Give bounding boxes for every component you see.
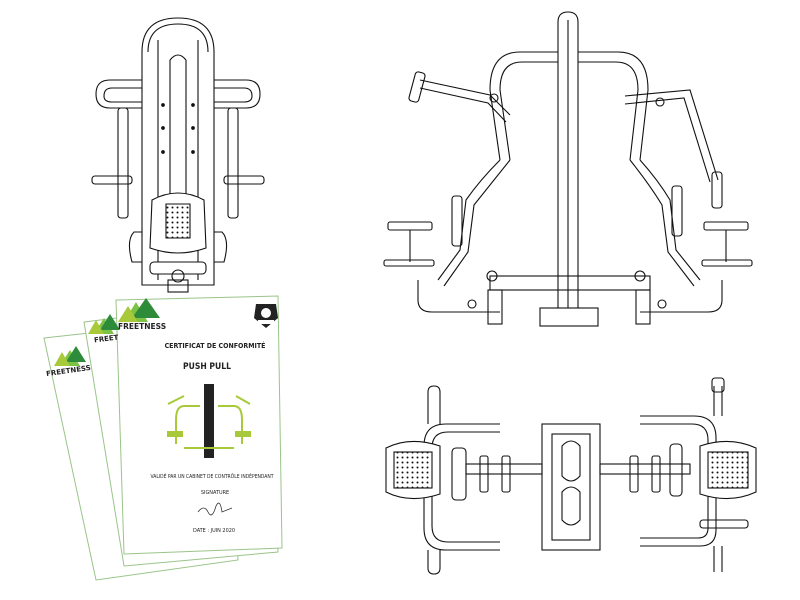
brand-text-front: FREETNESS (118, 322, 167, 331)
certificate-product-name: PUSH PULL (183, 362, 231, 372)
certificate-stack (43, 295, 283, 581)
certificate-signature-label: SIGNATURE (200, 490, 230, 496)
side-view-drawing (383, 11, 753, 327)
front-view-drawing (91, 17, 265, 293)
certificate-validation-text: VALIDÉ PAR UN CABINET DE CONTRÔLE INDÉPE… (150, 474, 274, 480)
brand-logo-back (54, 346, 86, 366)
brand-logo-front (118, 298, 160, 322)
certificate-sheet-front (115, 295, 283, 555)
top-view-drawing (385, 377, 757, 575)
certificate-date: DATE : JUIN 2020 (192, 528, 236, 534)
brand-logo-middle (88, 314, 120, 334)
signature-scribble (197, 502, 233, 516)
push-pull-machine-thumbnail (167, 384, 251, 458)
gorilla-badge-icon (254, 304, 278, 328)
certificate-title: CERTIFICAT DE CONFORMITÉ (164, 342, 266, 350)
